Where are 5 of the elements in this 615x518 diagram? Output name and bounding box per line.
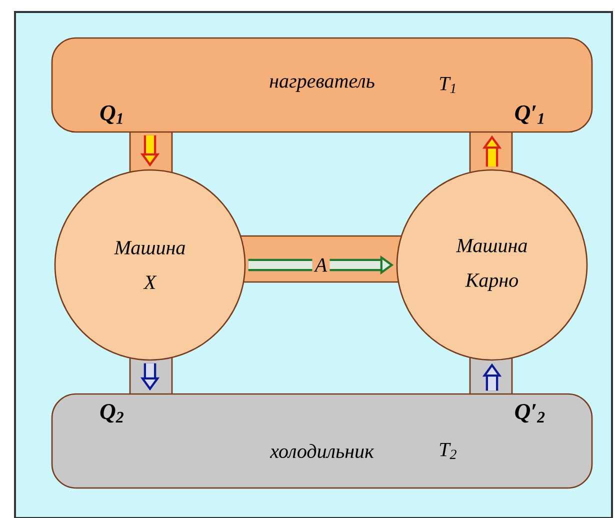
edge-label: Q$_{2}$ bbox=[100, 404, 124, 423]
edge-label: Q′$_{2}$ bbox=[515, 404, 545, 423]
edge-label: A bbox=[312, 256, 330, 274]
edge-label: Q′$_{1}$ bbox=[515, 105, 544, 124]
edge-label: Q$_{1}$ bbox=[100, 105, 122, 124]
